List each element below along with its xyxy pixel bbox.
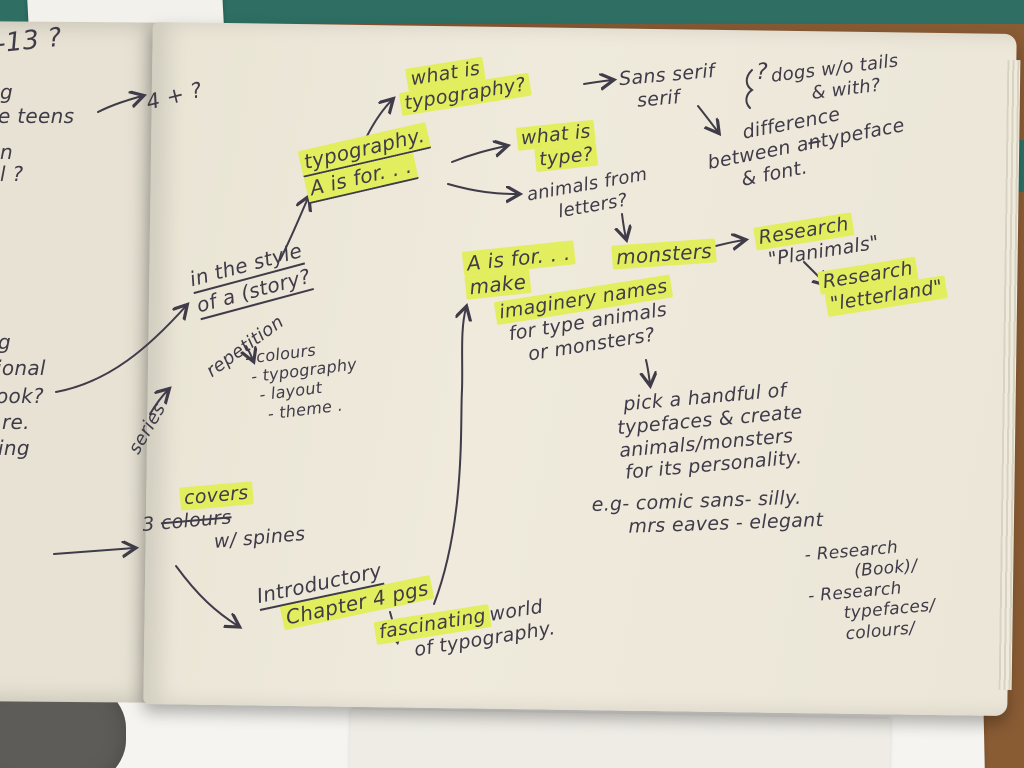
node-what-is-type: what is type? (512, 119, 599, 174)
node-research-side-list: - Research (Book)/ - Research typefaces/… (803, 537, 937, 644)
node-pick-typefaces: pick a handful of typefaces & create ani… (616, 379, 804, 484)
node-examples: e.g- comic sans- silly. mrs eaves - eleg… (591, 486, 824, 538)
left-fragment: ional (0, 356, 46, 380)
left-fragment: ing (0, 436, 30, 460)
node-covers-spines: covers 3 colours w/ spines (141, 481, 307, 553)
left-fragment: n (0, 140, 13, 164)
node-question-mark: ? (756, 60, 768, 85)
left-fragment: ook? (0, 384, 44, 408)
left-fragment: g (0, 80, 13, 104)
left-fragment: e teens (0, 104, 75, 128)
white-sheet-under-book-2 (349, 709, 891, 768)
node-design-list: - colours - typography - layout - theme … (243, 340, 359, 424)
node-sans-serif: Sans serif serif (618, 59, 716, 112)
left-fragment: l ? (0, 162, 24, 186)
left-fragment: g (0, 330, 11, 354)
left-fragment: re. (2, 410, 30, 434)
